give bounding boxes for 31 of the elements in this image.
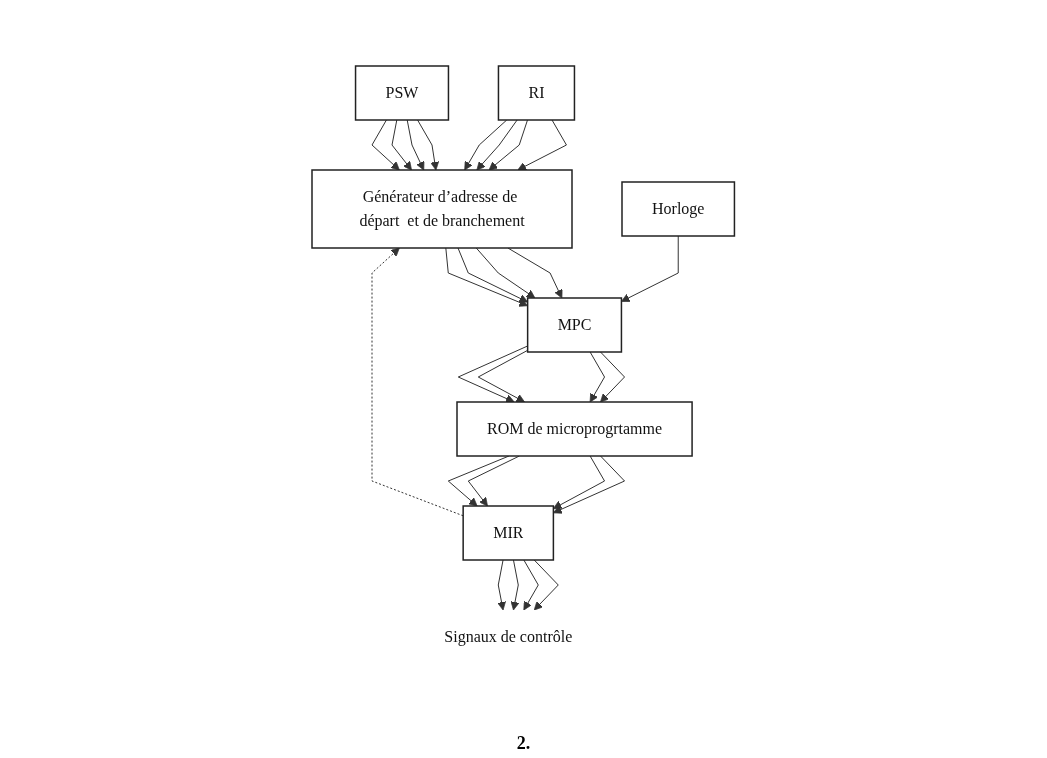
arrow xyxy=(507,247,563,298)
arrow xyxy=(371,119,401,170)
arrow xyxy=(476,119,518,170)
arrow xyxy=(391,119,413,170)
arrow xyxy=(553,455,606,509)
node-box: ROM de microprogrtamme xyxy=(456,400,694,457)
node-box: PSW xyxy=(355,64,450,121)
arrow xyxy=(510,559,520,610)
arrow xyxy=(448,455,510,506)
arrow xyxy=(464,119,508,170)
arrow xyxy=(600,351,626,402)
arrow xyxy=(553,455,626,514)
node-box: Horloge xyxy=(621,180,736,237)
arrow xyxy=(406,119,425,170)
arrow xyxy=(589,351,606,402)
arrow xyxy=(534,559,560,610)
node-box: MPC xyxy=(527,296,623,353)
node-box: Générateur d’adresse de départ et de branchement xyxy=(311,168,574,249)
arrow xyxy=(417,119,440,170)
note-text: 2. xyxy=(516,733,531,754)
arrow xyxy=(488,119,529,170)
arrow xyxy=(523,559,540,610)
node-box: MIR xyxy=(462,504,555,561)
node-box: RI xyxy=(498,64,576,121)
arrow xyxy=(517,119,568,170)
arrow xyxy=(478,349,529,402)
arrow xyxy=(458,345,529,403)
arrow xyxy=(497,559,507,610)
arrow xyxy=(621,235,679,302)
node-text: Signaux de contrôle xyxy=(444,627,573,645)
arrow xyxy=(476,247,536,298)
